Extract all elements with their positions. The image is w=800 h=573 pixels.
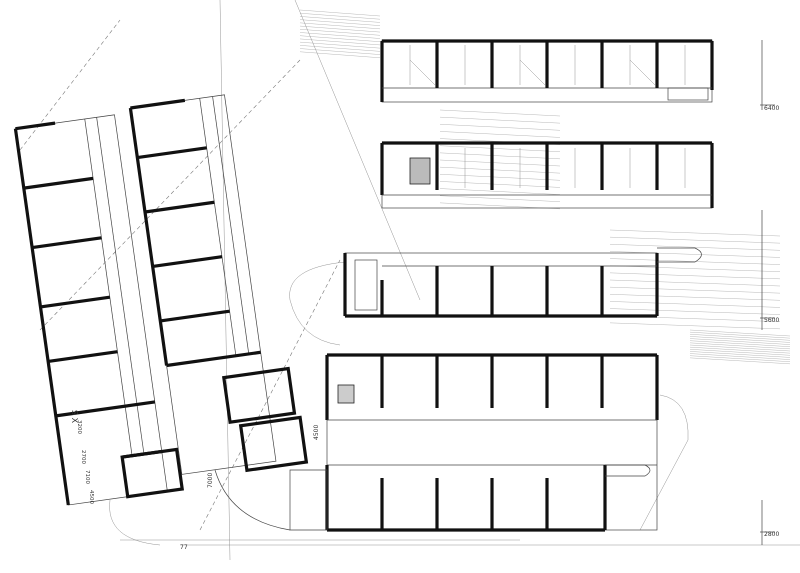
side-dim-b: 2700 bbox=[80, 450, 86, 464]
span-label-right: 4500 bbox=[313, 425, 320, 440]
hatch-line bbox=[609, 294, 781, 301]
hatch-line bbox=[439, 152, 561, 160]
building-block-left-wing-b bbox=[128, 94, 309, 475]
top-block-stair bbox=[667, 87, 709, 101]
side-dim-d: 4500 bbox=[88, 490, 94, 504]
hatch-line bbox=[609, 279, 781, 287]
hatch-line bbox=[299, 45, 381, 52]
hatch-line bbox=[689, 342, 791, 350]
hatch-line bbox=[609, 258, 781, 265]
hatch-line bbox=[299, 16, 381, 23]
level-label-top: 6400 bbox=[764, 105, 779, 112]
hatch-line bbox=[689, 351, 791, 358]
top-block-partitions bbox=[435, 41, 659, 88]
left-wing-b-stair-box-upper bbox=[222, 366, 297, 425]
level-label-bottom: 2800 bbox=[764, 531, 779, 538]
shadow-hatching bbox=[299, 9, 791, 365]
hatch-line bbox=[609, 286, 781, 294]
hatch-line bbox=[609, 322, 781, 330]
left-wing-a-partitions bbox=[23, 176, 163, 459]
hatch-line bbox=[439, 145, 561, 152]
hatch-line bbox=[439, 166, 561, 174]
lower-block-entry bbox=[289, 469, 328, 531]
left-wing-b-partitions bbox=[137, 146, 261, 368]
hatch-line bbox=[689, 355, 791, 362]
level-markers: 6400 5600 2800 bbox=[760, 40, 779, 545]
span-label-left: 7000 bbox=[207, 473, 214, 488]
second-block-partitions bbox=[435, 143, 659, 190]
hatch-line bbox=[299, 13, 381, 20]
hatch-line bbox=[299, 32, 381, 39]
hatch-line bbox=[689, 357, 791, 365]
hatch-line bbox=[299, 29, 381, 36]
top-block-fixtures bbox=[409, 45, 686, 86]
lower-block-partitions bbox=[380, 355, 604, 530]
hatch-line bbox=[689, 349, 791, 356]
hatch-line bbox=[439, 131, 561, 138]
building-block-second bbox=[380, 141, 714, 209]
left-wing-a-stair-box bbox=[120, 447, 185, 499]
hatch-line bbox=[439, 174, 561, 181]
hatch-line bbox=[439, 159, 561, 167]
side-dim-c: 7100 bbox=[84, 470, 90, 484]
second-block-grid-core bbox=[409, 157, 431, 185]
hatch-line bbox=[439, 181, 561, 188]
side-dim-a: 3200 bbox=[76, 420, 82, 434]
hatch-line bbox=[609, 229, 781, 237]
hatch-line bbox=[689, 331, 791, 339]
hatch-line bbox=[609, 301, 781, 308]
hatch-line bbox=[299, 35, 381, 42]
hatch-line bbox=[299, 51, 381, 58]
building-block-top bbox=[380, 39, 714, 103]
left-wing-b-stair-box-lower bbox=[238, 415, 309, 473]
lower-block-grid-core bbox=[337, 384, 355, 404]
level-label-mid: 5600 bbox=[764, 317, 779, 324]
entry-curve bbox=[214, 469, 291, 531]
block-code-label: S X bbox=[70, 410, 79, 424]
hatch-line bbox=[299, 19, 381, 26]
small-mark: 77 bbox=[180, 544, 188, 551]
hatch-line bbox=[299, 25, 381, 33]
hatch-line bbox=[609, 308, 781, 315]
building-block-left-wing-a bbox=[13, 114, 185, 506]
hatch-line bbox=[439, 124, 561, 131]
hatch-line bbox=[439, 188, 561, 195]
hatch-line bbox=[689, 340, 791, 347]
hatch-line bbox=[299, 9, 381, 17]
hatch-line bbox=[439, 116, 561, 124]
hatch-line bbox=[439, 109, 561, 117]
hatch-line bbox=[609, 244, 781, 251]
hatch-line bbox=[689, 344, 791, 352]
hatch-line bbox=[299, 38, 381, 46]
building-block-lower bbox=[214, 353, 659, 532]
site-lines bbox=[19, 0, 800, 561]
hatch-line bbox=[609, 265, 781, 272]
hatch-line bbox=[689, 334, 791, 341]
lower-block-ramp bbox=[605, 464, 651, 477]
hatch-line bbox=[689, 336, 791, 343]
middle-block-stair bbox=[354, 259, 378, 311]
hatch-line bbox=[609, 236, 781, 244]
hatch-line bbox=[609, 272, 781, 280]
building-block-middle bbox=[343, 247, 702, 318]
hatch-line bbox=[689, 338, 791, 345]
hatch-line bbox=[439, 195, 561, 202]
hatch-line bbox=[689, 329, 791, 337]
hatch-line bbox=[299, 48, 381, 55]
hatch-line bbox=[299, 22, 381, 30]
hatch-line bbox=[299, 41, 381, 49]
hatch-line bbox=[609, 251, 781, 258]
hatch-line bbox=[689, 346, 791, 354]
hatch-line bbox=[689, 353, 791, 360]
middle-block-partitions bbox=[380, 266, 604, 316]
middle-block-ramp bbox=[657, 247, 702, 263]
